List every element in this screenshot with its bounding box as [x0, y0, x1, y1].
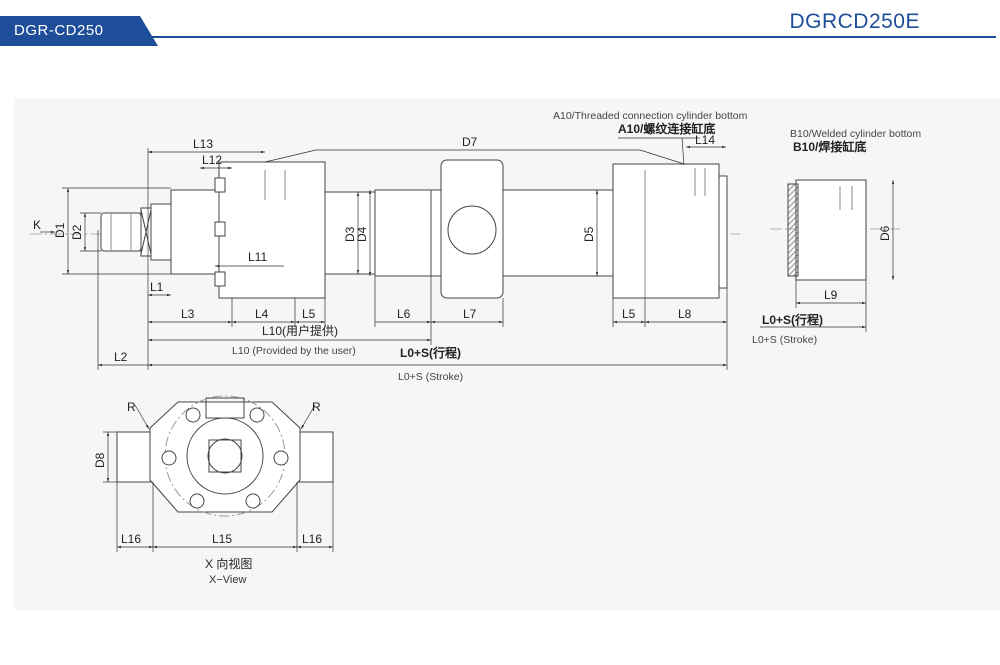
dim-l2: L2 [114, 350, 128, 364]
dim-r-right: R [312, 400, 321, 414]
dim-l3: L3 [181, 307, 195, 321]
dim-l0s-b10-cn: L0+S(行程) [762, 312, 823, 327]
series-tab-label: DGR-CD250 [14, 22, 104, 39]
header-rule [150, 36, 996, 38]
dim-l12: L12 [202, 153, 222, 167]
callout-a10-en: A10/Threaded connection cylinder bottom [553, 110, 748, 122]
cylinder-body [100, 159, 867, 299]
dim-l16-left: L16 [121, 532, 141, 546]
dim-d2: D2 [70, 224, 84, 240]
callout-b10-en: B10/Welded cylinder bottom [790, 128, 921, 140]
dim-l7: L7 [463, 307, 477, 321]
dim-d5: D5 [582, 226, 596, 242]
dim-l5-left: L5 [302, 307, 316, 321]
x-view-caption-cn: X 向视图 [205, 556, 252, 571]
dim-k: K [33, 218, 41, 232]
dim-l9: L9 [824, 288, 838, 302]
dim-l0s-cn: L0+S(行程) [400, 345, 461, 360]
dim-l0s-b10-en: L0+S (Stroke) [752, 334, 817, 346]
dim-l0s-en: L0+S (Stroke) [398, 371, 463, 383]
dim-l1: L1 [150, 280, 164, 294]
callout-a10-cn: A10/螺纹连接缸底 [618, 121, 715, 136]
dim-l6: L6 [397, 307, 411, 321]
dim-l5-right: L5 [622, 307, 636, 321]
dim-l15: L15 [212, 532, 232, 546]
x-view-caption-en: X−View [209, 574, 246, 586]
dim-l13: L13 [193, 137, 213, 151]
x-view [103, 395, 334, 552]
dim-l14: L14 [695, 133, 715, 147]
dim-l16-right: L16 [302, 532, 322, 546]
series-tab-bg [0, 16, 158, 46]
dim-d6: D6 [878, 225, 892, 241]
dimension-lines [40, 137, 895, 370]
dim-d7: D7 [462, 135, 478, 149]
dim-l10-en: L10 (Provided by the user) [232, 345, 356, 357]
dim-l8: L8 [678, 307, 692, 321]
dim-d3: D3 [343, 226, 357, 242]
dim-l11: L11 [248, 250, 267, 264]
model-code: DGRCD250E [789, 10, 920, 33]
dim-l4: L4 [255, 307, 269, 321]
dim-r-left: R [127, 400, 136, 414]
dim-d8: D8 [93, 452, 107, 468]
dim-d1: D1 [53, 222, 67, 238]
dim-l10-cn: L10(用户提供) [262, 323, 338, 338]
dim-d4: D4 [355, 226, 369, 242]
callout-b10-cn: B10/焊接缸底 [793, 139, 866, 154]
